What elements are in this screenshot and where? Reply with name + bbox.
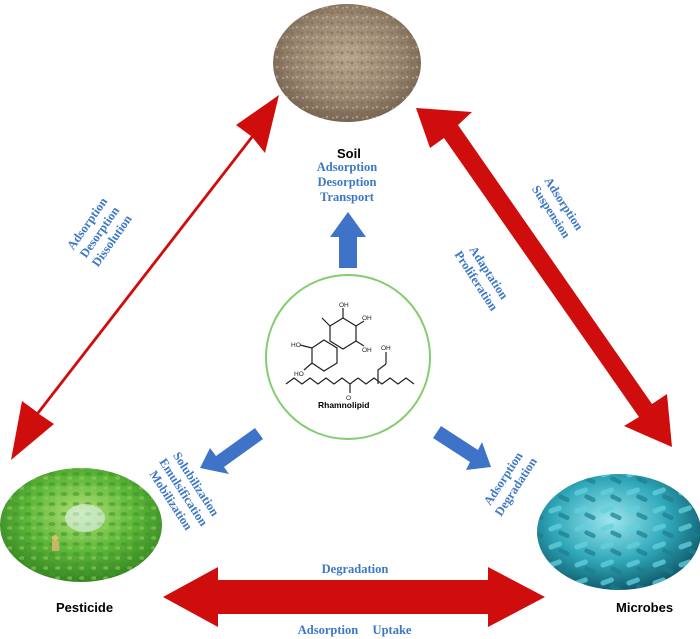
blue-arrow-to-microbes [433,426,491,470]
oh-label: OH [381,345,391,352]
pesticide-microbes-bottom-label-2: Uptake [372,623,412,637]
pesticide-microbes-bottom-label-1: Adsorption [297,623,359,637]
o-label: O [346,395,351,402]
red-arrow-soil-pesticide [11,95,279,460]
blue-arrow-to-pesticide [200,428,263,474]
soil-image [273,4,421,122]
center-circle [265,274,431,440]
center-label: Rhamnolipid [318,400,370,410]
ho-label: HO [294,371,304,378]
rhamnolipid-structure-icon [285,308,415,393]
soil-label: Soil [337,146,361,161]
soil-effects: Adsorption Desorption Transport [300,160,394,205]
pesticide-microbes-top-label: Degradation [321,562,389,576]
oh-label: OH [339,302,349,309]
red-arrow-pesticide-microbes [163,567,545,627]
red-arrow-soil-microbes [416,108,672,447]
microbes-image [537,474,700,590]
microbes-label: Microbes [616,600,674,615]
soil-effect-1: Adsorption [316,160,378,174]
oh-label: OH [362,347,372,354]
pesticide-label: Pesticide [56,600,114,615]
soil-effect-3: Transport [320,190,374,204]
oh-label: OH [362,315,372,322]
pesticide-field-image [0,468,162,582]
blue-arrow-to-soil [330,212,366,268]
soil-effect-2: Desorption [317,175,377,189]
ho-label: HO [291,342,301,349]
